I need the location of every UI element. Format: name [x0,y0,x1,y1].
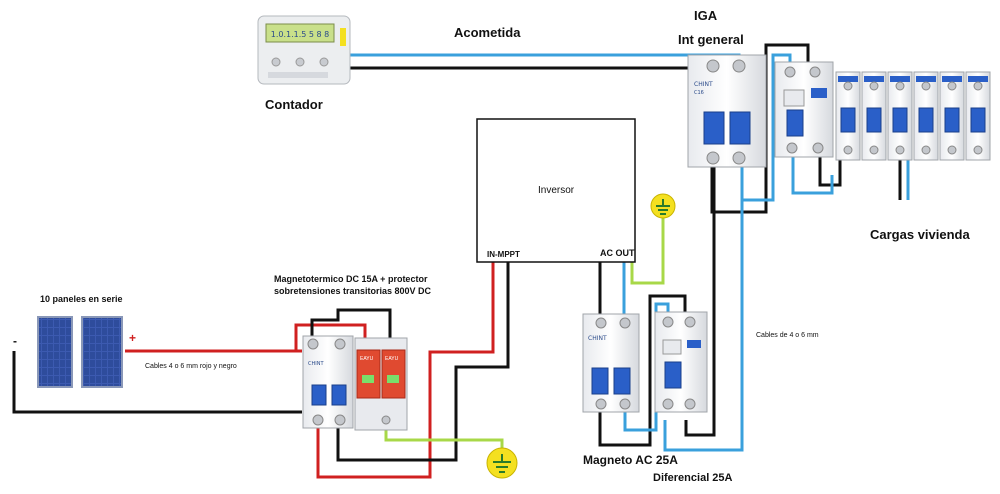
iga-model: C16 [694,90,704,96]
dc-protection-label-2: sobretensiones transitorias 800V DC [274,286,432,296]
in-mppt-label: IN-MPPT [487,250,520,259]
magneto-ac-label: Magneto AC 25A [583,453,678,467]
int-general-label: Int general [678,32,744,47]
differential-main [774,61,834,158]
iga-breaker: CHINT C16 [687,54,767,168]
wire-dc-red-top [294,323,367,351]
cables-dc-label: Cables 4 o 6 mm rojo y negro [145,363,237,370]
wire-diff-loads-black [818,150,842,187]
load-breaker-module [887,71,913,161]
wire-service-black [345,66,716,72]
magneto-brand: CHINT [588,335,607,342]
wire-mac-diff-black [598,294,687,447]
ground-icon-inverter [650,193,676,219]
wire-inverter-ground [630,210,665,285]
solar-panels [37,316,123,388]
inverter-label: Inversor [538,185,575,196]
wire-spd-ground [384,428,504,448]
meter-display: 1.0.1.1.5 5 8 8 [271,30,330,39]
differential-label: Diferencial 25A [653,472,733,484]
wire-dc-red-out [316,262,495,479]
plus-sign: + [129,331,136,345]
spd-brand-right: EAYU [385,356,399,362]
spd-brand-left: EAYU [360,356,374,362]
house-loads-label: Cargas vivienda [870,227,970,242]
iga-label: IGA [694,8,718,23]
ac-out-label: AC OUT [600,248,635,258]
energy-meter: 1.0.1.1.5 5 8 8 [257,15,351,85]
wire-diff-loads-blue [791,150,834,195]
meter-label: Contador [265,97,323,112]
load-breaker-module [835,71,861,161]
dc-protection-label-1: Magnetotermico DC 15A + protector [274,274,428,284]
dc-breaker-brand: CHINT [308,361,324,367]
wire-dc-black-top [310,308,392,338]
differential-25a [654,311,708,413]
surge-protector: EAYU EAYU [354,337,408,431]
load-breaker-module [861,71,887,161]
load-breakers [835,71,991,161]
dc-breaker: CHINT [302,335,354,429]
service-line-label: Acometida [454,25,521,40]
minus-sign: - [13,334,17,348]
wire-dc-negative [12,351,302,414]
wire-iga-down-black [684,165,716,437]
magneto-ac-breaker: CHINT [582,313,640,413]
wire-service-blue [345,53,741,65]
load-breaker-module [939,71,965,161]
wires [12,43,910,479]
inverter-box [476,118,636,263]
wire-iga-down-blue [663,170,744,452]
load-breaker-module [913,71,939,161]
cables-ac-label: Cables de 4 o 6 mm [756,332,819,339]
wire-dc-black-out [336,262,510,462]
panels-label: 10 paneles en serie [40,294,123,304]
iga-brand: CHINT [694,81,713,88]
ground-icon-dc [486,447,518,479]
load-breaker-module [965,71,991,161]
